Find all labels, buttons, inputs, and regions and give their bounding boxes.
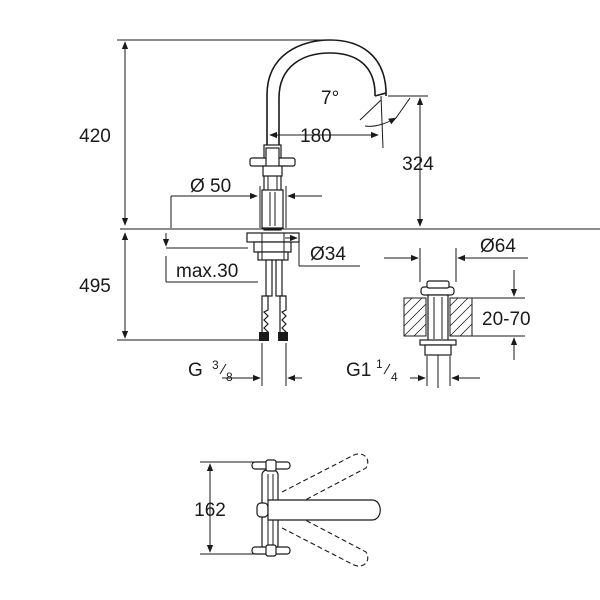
spout-tip [374, 92, 387, 97]
label-g1: G1 [346, 360, 371, 381]
dimension-g-3-8: G 3 8 [188, 343, 302, 386]
label-g-num: 3 [212, 358, 219, 372]
faucet-top-view [251, 453, 381, 567]
swivel-position-upper [281, 453, 369, 509]
top-view-handle-upper [251, 459, 291, 472]
label-20-70: 20-70 [482, 309, 531, 330]
dimension-7-degree: 7° [321, 88, 411, 149]
top-view-handle-lower [251, 544, 291, 557]
label-g1-den: 4 [391, 370, 398, 384]
label-diameter-34: Ø34 [310, 244, 346, 265]
swivel-position-lower [281, 511, 369, 567]
label-diameter-64: Ø64 [480, 236, 516, 257]
label-g: G [188, 360, 203, 381]
label-diameter-50: Ø 50 [190, 176, 231, 197]
cross-handle [249, 147, 296, 177]
label-324: 324 [402, 154, 434, 175]
spout-inner [278, 52, 376, 150]
label-420: 420 [79, 126, 111, 147]
dimension-diameter-64: Ø64 [384, 236, 528, 282]
dimension-162: 162 [194, 461, 258, 555]
spout-top-view [267, 499, 381, 521]
dimension-420: 420 [79, 39, 330, 226]
flexible-hoses [259, 295, 288, 341]
mounting-nut [246, 232, 300, 261]
dimension-20-70: 20-70 [472, 270, 531, 360]
faucet-side-view [120, 39, 600, 341]
label-495: 495 [79, 276, 111, 297]
label-max-30: max.30 [176, 261, 238, 282]
label-7-degree: 7° [321, 88, 339, 109]
sink-section-hatch [403, 297, 473, 337]
dimension-324: 324 [388, 95, 434, 227]
dimension-max-30: max.30 [162, 233, 258, 283]
dimension-180: 180 [269, 126, 379, 147]
dimension-diameter-50: Ø 50 [170, 176, 322, 228]
pop-up-waste [403, 280, 473, 388]
label-g-den: 8 [226, 370, 233, 384]
label-g1-num: 1 [376, 357, 383, 371]
label-162: 162 [194, 500, 226, 521]
label-180: 180 [300, 126, 332, 147]
dimension-g1-1-4: G1 1 4 [346, 356, 480, 386]
dimension-diameter-34: Ø34 [285, 234, 360, 267]
dimension-495: 495 [79, 232, 262, 341]
